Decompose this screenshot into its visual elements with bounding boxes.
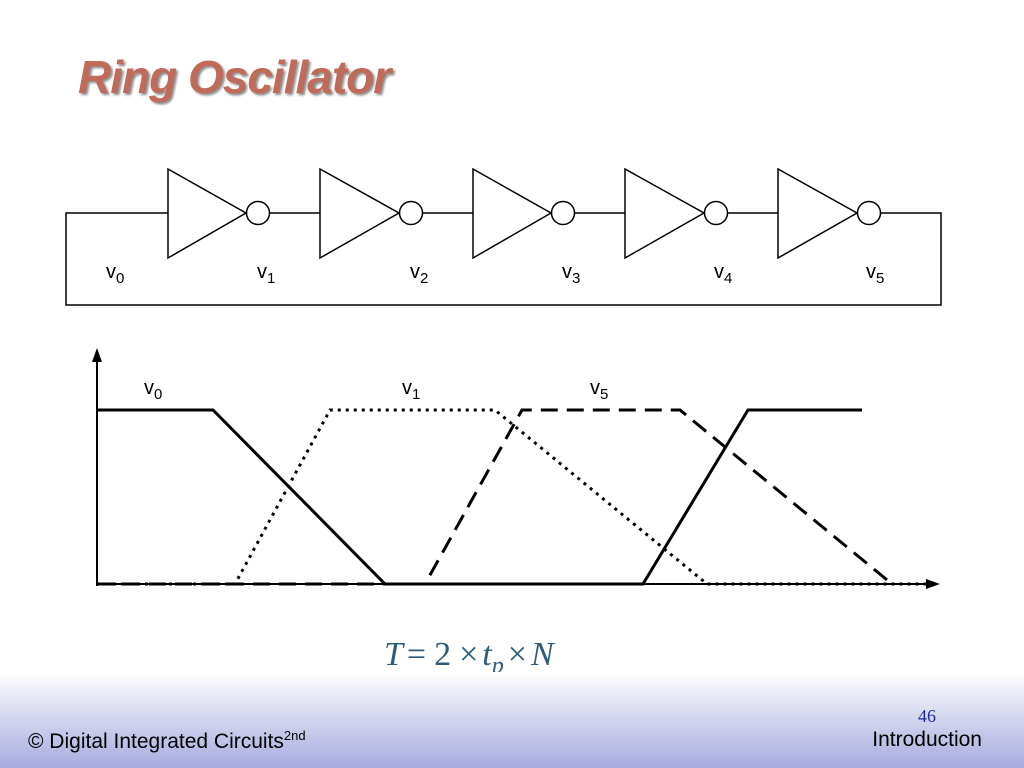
slide-title: Ring Oscillator bbox=[78, 51, 391, 103]
formula-T: T bbox=[384, 636, 403, 673]
node-label-v3: v3 bbox=[562, 261, 580, 287]
waveform-v1 bbox=[97, 408, 928, 586]
formula-times-2: × bbox=[507, 636, 527, 673]
inverter-5 bbox=[777, 167, 882, 260]
formula-N: N bbox=[530, 636, 554, 673]
waveform-label-v5: v5 bbox=[590, 377, 608, 403]
inverter-3 bbox=[472, 167, 576, 260]
waveform-v5 bbox=[97, 408, 893, 586]
formula-two: 2 bbox=[434, 636, 452, 673]
y-axis-arrow bbox=[92, 348, 102, 362]
waveform-v0 bbox=[97, 408, 862, 586]
waveform-label-v1: v1 bbox=[402, 377, 420, 403]
node-label-v0: v0 bbox=[106, 261, 124, 287]
node-label-v5: v5 bbox=[866, 261, 884, 287]
footer-section: Introduction bbox=[872, 728, 982, 751]
node-label-v1: v1 bbox=[257, 261, 275, 287]
node-label-v4: v4 bbox=[714, 261, 732, 287]
waveform-axes bbox=[92, 348, 940, 589]
inverter-4 bbox=[624, 167, 729, 260]
footer-copyright-text: © Digital Integrated Circuits bbox=[28, 730, 284, 753]
x-axis-arrow bbox=[926, 579, 940, 589]
waveforms bbox=[97, 408, 928, 586]
feedback-wire bbox=[65, 212, 942, 306]
page-number: 46 bbox=[918, 706, 936, 726]
ring-oscillator-diagram: v0 v1 v2 v3 v4 v5 v0 v1 v5 bbox=[65, 167, 942, 589]
footer-edition: 2nd bbox=[283, 728, 306, 743]
waveform-label-v0: v0 bbox=[144, 377, 162, 403]
circuit-schematic bbox=[65, 167, 942, 306]
node-label-v2: v2 bbox=[410, 261, 428, 287]
footer-bar: 46 © Digital Integrated Circuits2nd Intr… bbox=[0, 672, 1024, 768]
formula-tp: t bbox=[482, 636, 492, 673]
inverter-2 bbox=[319, 167, 424, 260]
formula-equals: = bbox=[406, 636, 427, 673]
formula-times-1: × bbox=[459, 636, 479, 673]
inverter-1 bbox=[167, 167, 271, 260]
footer-copyright: © Digital Integrated Circuits2nd bbox=[28, 728, 306, 754]
